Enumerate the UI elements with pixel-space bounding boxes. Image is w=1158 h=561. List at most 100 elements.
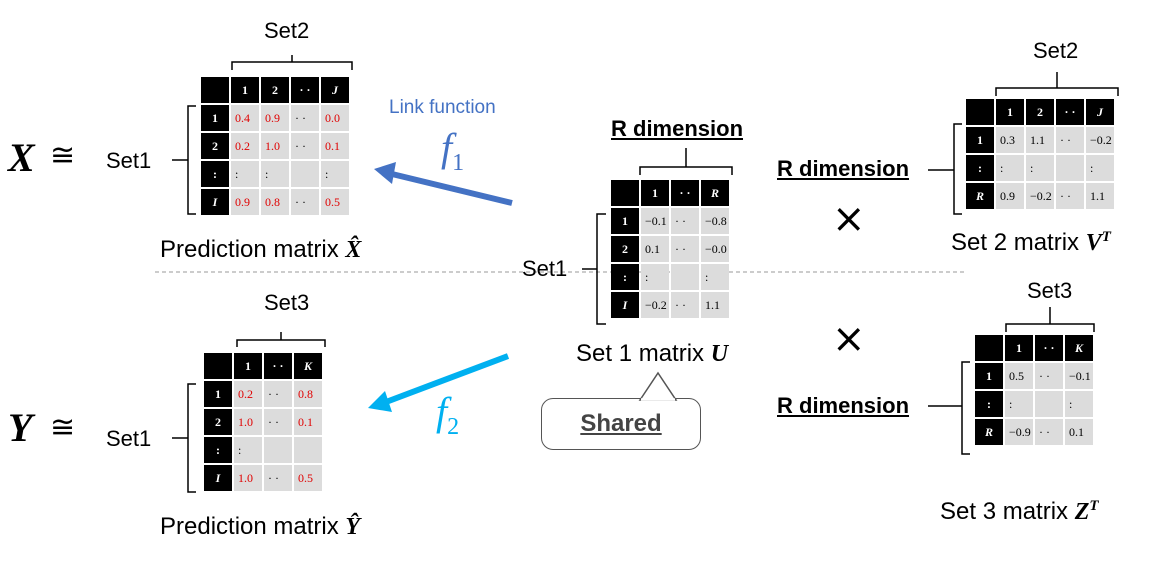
matrix-cell: · · (1035, 363, 1063, 389)
link-function-label: Link function (389, 97, 496, 118)
matrix-header-row: 1 · · R (611, 180, 729, 206)
set3-label-right: Set3 (1027, 278, 1073, 303)
matrix-cell: : (1026, 155, 1054, 181)
matrix-cell: · · (291, 105, 319, 131)
set2-matrix-vt: 1 2 · · J 1 0.3 1.1 · · −0.2 : : : : R 0… (964, 97, 1116, 211)
matrix-cell: 0.4 (231, 105, 259, 131)
prediction-matrix-y-caption: Prediction matrix Ŷ (160, 513, 360, 541)
matrix-cell: 0.5 (321, 189, 349, 215)
matrix-cell: 0.1 (641, 236, 669, 262)
set1-label-top: Set1 (106, 148, 152, 173)
row-header: 2 (611, 236, 639, 262)
matrix-row: : : : (975, 391, 1093, 417)
matrix-cell: −0.8 (701, 208, 729, 234)
matrix-cell: 1.1 (701, 292, 729, 318)
rdim-brace-right-top (928, 123, 962, 215)
matrix-cell: 1.0 (261, 133, 289, 159)
matrix-cell (1035, 391, 1063, 417)
header-cell: 1 (1005, 335, 1033, 361)
caption-superscript: T (1089, 498, 1099, 514)
matrix-cell: · · (671, 208, 699, 234)
matrix-row: 2 1.0 · · 0.1 (204, 409, 322, 435)
matrix-cell: 0.1 (321, 133, 349, 159)
f2-arrow-shaft (384, 353, 510, 405)
matrix-row: 1 0.3 1.1 · · −0.2 (966, 127, 1114, 153)
matrix-cell: 0.5 (1005, 363, 1033, 389)
matrix-cell: −0.1 (641, 208, 669, 234)
matrix-cell (294, 437, 322, 463)
header-cell: J (321, 77, 349, 103)
f2-arrowhead (368, 391, 392, 412)
matrix-cell: 1.0 (234, 409, 262, 435)
matrix-cell: · · (671, 292, 699, 318)
matrix-cell: : (1086, 155, 1114, 181)
matrix-cell (1056, 155, 1084, 181)
matrix-row: 2 0.1 · · −0.0 (611, 236, 729, 262)
row-header: : (975, 391, 1003, 417)
matrix-row: 1 0.2 · · 0.8 (204, 381, 322, 407)
matrix-cell: 1.1 (1086, 183, 1114, 209)
matrix-cell: : (1005, 391, 1033, 417)
set1-brace-top (172, 105, 196, 215)
matrix-row: 1 −0.1 · · −0.8 (611, 208, 729, 234)
matrix-cell: 0.8 (294, 381, 322, 407)
caption-symbol: U (710, 341, 729, 367)
f2-symbol: f2 (436, 388, 459, 441)
matrix-cell: 1.1 (1026, 127, 1054, 153)
matrix-row: : : : : (966, 155, 1114, 181)
matrix-cell: 0.9 (996, 183, 1024, 209)
callout-tail-shape (638, 371, 678, 401)
row-header: 1 (975, 363, 1003, 389)
set3-brace-right (1005, 307, 1095, 332)
prediction-matrix-y: 1 · · K 1 0.2 · · 0.8 2 1.0 · · 0.1 : : … (202, 351, 324, 493)
matrix-cell: : (1065, 391, 1093, 417)
matrix-cell: · · (291, 133, 319, 159)
matrix-header-row: 1 2 · · J (201, 77, 349, 103)
matrix-cell: · · (671, 236, 699, 262)
row-header: R (975, 419, 1003, 445)
matrix-cell: 0.1 (1065, 419, 1093, 445)
corner-cell (201, 77, 229, 103)
row-header: 1 (611, 208, 639, 234)
f1-letter: f (441, 125, 453, 170)
matrix-cell: −0.2 (1026, 183, 1054, 209)
x-symbol: X (8, 135, 35, 180)
header-cell: 1 (234, 353, 262, 379)
set1-brace-center (582, 213, 606, 325)
matrix-cell (264, 437, 292, 463)
set3-label-bottom: Set3 (264, 290, 310, 315)
matrix-cell: 0.2 (231, 133, 259, 159)
matrix-cell: · · (291, 189, 319, 215)
header-cell: K (1065, 335, 1093, 361)
set3-matrix-zt: 1 · · K 1 0.5 · · −0.1 : : : R −0.9 · · … (973, 333, 1095, 447)
times-symbol-top: × (832, 196, 866, 242)
row-header: I (204, 465, 232, 491)
row-header: 2 (204, 409, 232, 435)
set2-matrix-caption: Set 2 matrix VT (951, 229, 1111, 257)
matrix-header-row: 1 · · K (204, 353, 322, 379)
caption-text: Prediction matrix (160, 236, 346, 263)
corner-cell (966, 99, 994, 125)
set1-label-center: Set1 (522, 256, 568, 281)
matrix-cell (671, 264, 699, 290)
corner-cell (204, 353, 232, 379)
set2-brace-right (995, 72, 1119, 96)
header-cell: 1 (231, 77, 259, 103)
rdim-brace-center (639, 148, 733, 175)
f1-symbol: f1 (441, 124, 464, 177)
matrix-cell: 1.0 (234, 465, 262, 491)
caption-superscript: T (1101, 229, 1111, 245)
approx-symbol-x: ≅ (50, 138, 76, 173)
header-cell: K (294, 353, 322, 379)
caption-text: Prediction matrix (160, 513, 346, 540)
row-header: 2 (201, 133, 229, 159)
matrix-cell: · · (264, 381, 292, 407)
header-cell: 1 (996, 99, 1024, 125)
prediction-matrix-x-caption: Prediction matrix X̂ (160, 236, 361, 264)
matrix-cell: 0.9 (261, 105, 289, 131)
set2-brace-top (231, 55, 353, 70)
set1-matrix-u: 1 · · R 1 −0.1 · · −0.8 2 0.1 · · −0.0 :… (609, 178, 731, 320)
matrix-cell: : (321, 161, 349, 187)
row-header: : (966, 155, 994, 181)
